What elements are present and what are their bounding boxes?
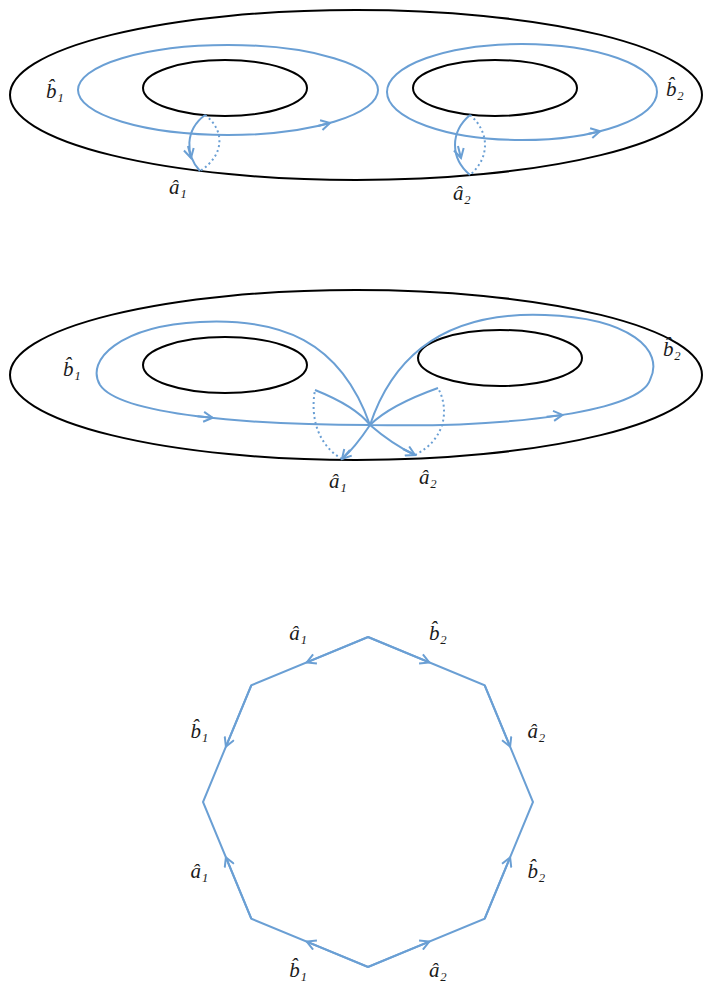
curve-label: â₁: [329, 470, 347, 493]
surface-hole: [418, 330, 582, 386]
loop-arrow: [458, 146, 461, 158]
curve-label: â₁: [169, 176, 187, 199]
edge-arrow: [226, 685, 251, 746]
loop-arrow: [547, 415, 563, 417]
surface-hole: [143, 337, 307, 393]
edge-arrow: [485, 685, 510, 746]
b-loop: [370, 315, 653, 426]
a-loop-back: [314, 390, 342, 459]
curve-label: â₂: [453, 182, 471, 205]
surface-outline: [10, 290, 702, 460]
surface-outline: [10, 10, 702, 180]
surface-middle: [10, 290, 702, 460]
a-loop: [370, 388, 438, 455]
a-loop: [455, 115, 470, 175]
b-loop: [387, 44, 657, 140]
surface-hole: [143, 60, 307, 116]
edge-arrow: [307, 637, 368, 662]
loop-arrow: [318, 123, 330, 126]
edge-arrow: [368, 942, 429, 967]
loop-arrow: [403, 449, 415, 455]
a-loop: [315, 390, 370, 459]
curve-label: â₂: [528, 721, 546, 744]
curve-label: â₁: [191, 860, 209, 883]
curve-label: b̂₁: [63, 358, 81, 381]
edge-arrow: [485, 857, 510, 918]
a-loop-back: [200, 115, 219, 171]
curve-label: b̂₂: [666, 78, 684, 101]
a-loop-back: [470, 115, 485, 175]
loop-arrow: [198, 416, 213, 418]
curve-label: â₂: [429, 959, 447, 982]
loop-arrow: [342, 450, 350, 459]
edge-arrow: [307, 942, 368, 967]
fundamental-octagon: [203, 637, 533, 967]
edge-arrow: [368, 637, 429, 662]
curve-label: â₂: [419, 466, 437, 489]
loop-arrow: [588, 131, 600, 134]
curve-label: b̂₁: [46, 80, 64, 103]
curve-label: â₁: [289, 622, 307, 645]
octagon-outline: [203, 637, 533, 967]
surface-hole: [413, 60, 577, 116]
b-loop: [97, 322, 370, 425]
curve-label: b̂₂: [663, 338, 681, 361]
curve-label: b̂₁: [191, 721, 209, 744]
edge-arrow: [226, 857, 251, 918]
loop-arrow: [188, 146, 191, 158]
a-loop: [189, 115, 205, 171]
b-loop: [78, 45, 378, 135]
a-loop-back: [415, 388, 444, 455]
curve-label: b̂₁: [289, 959, 307, 982]
curve-label: b̂₂: [429, 622, 447, 645]
surface-top: [10, 10, 702, 180]
curve-label: b̂₂: [528, 860, 546, 883]
